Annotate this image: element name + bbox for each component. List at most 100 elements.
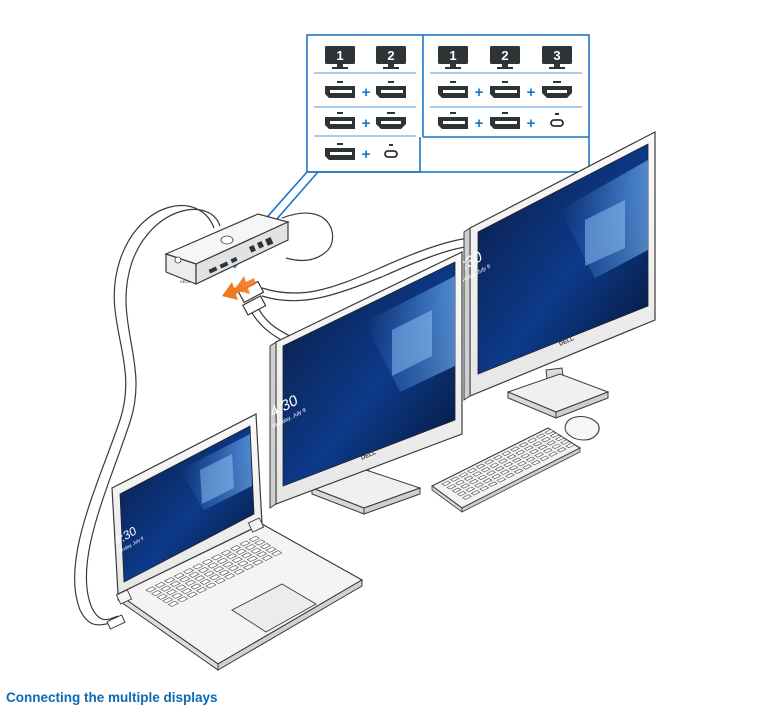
plus-sign: + <box>362 84 371 101</box>
panel-left-row-3: + <box>325 143 398 163</box>
key <box>498 458 508 464</box>
key <box>449 476 460 482</box>
key <box>491 473 502 480</box>
diagram-caption: Connecting the multiple displays <box>6 690 218 705</box>
key <box>201 558 213 565</box>
panel-right-row-2: ++ <box>438 112 564 132</box>
key <box>527 437 538 444</box>
key <box>212 566 225 573</box>
key <box>560 439 570 445</box>
plus-sign: + <box>527 115 536 132</box>
monitor-number: 2 <box>387 48 394 63</box>
key <box>160 585 172 592</box>
key <box>460 483 471 489</box>
key <box>506 454 517 460</box>
key <box>487 481 498 487</box>
key <box>150 590 163 597</box>
mouse <box>564 415 600 441</box>
key <box>248 535 260 542</box>
key <box>256 551 268 558</box>
key <box>167 600 179 607</box>
key <box>539 455 550 461</box>
laptop-touchpad <box>231 583 317 633</box>
keyboard <box>430 427 582 513</box>
key <box>499 469 510 475</box>
key <box>542 447 553 454</box>
key <box>162 597 174 604</box>
key <box>182 568 195 575</box>
key <box>244 544 257 551</box>
key <box>534 452 545 458</box>
key <box>195 587 208 594</box>
key <box>169 580 181 587</box>
key <box>503 461 514 468</box>
usb-c-icon <box>384 144 398 158</box>
monitor-number: 3 <box>553 48 560 63</box>
key <box>192 563 204 570</box>
key <box>451 487 462 493</box>
usb-c-icon <box>550 113 564 127</box>
key <box>188 571 200 578</box>
key <box>518 442 529 448</box>
key <box>529 448 539 455</box>
port-rows: +++++++ <box>325 81 572 163</box>
plus-sign: + <box>475 115 484 132</box>
key <box>216 557 228 564</box>
key <box>250 547 262 554</box>
key <box>501 450 512 456</box>
key <box>259 543 272 550</box>
key <box>254 539 266 546</box>
key <box>472 471 483 477</box>
monitor-center: 4:30 Monday, July 9 DELL <box>268 251 463 515</box>
cable-dock-to-laptop <box>73 204 215 626</box>
panel-right-monitor-1-icon: 1 <box>438 46 468 69</box>
laptop: 4:30 Monday, July 9 <box>106 413 364 671</box>
key <box>467 467 477 474</box>
key <box>548 451 558 457</box>
hdmi-icon <box>376 112 406 129</box>
key <box>482 478 493 484</box>
displayport-icon <box>325 143 355 160</box>
docking-station: DELL <box>164 213 290 300</box>
key <box>173 572 185 579</box>
key <box>229 545 242 552</box>
key <box>537 444 548 450</box>
key <box>522 464 533 470</box>
key <box>546 440 557 446</box>
hdmi-icon <box>542 81 572 98</box>
key <box>237 560 249 567</box>
key <box>227 565 240 572</box>
key <box>242 564 255 571</box>
monitor-number: 1 <box>336 48 343 63</box>
key <box>477 474 488 480</box>
plus-sign: + <box>527 84 536 101</box>
key <box>197 567 210 574</box>
key <box>532 441 543 447</box>
displayport-icon <box>325 112 355 129</box>
key <box>218 569 230 576</box>
monitor-center-brand: DELL <box>360 450 377 462</box>
key <box>205 582 217 589</box>
key <box>441 480 452 487</box>
key <box>470 490 481 496</box>
displayport-icon <box>490 81 520 98</box>
panel-left-monitor-2-icon: 2 <box>376 46 406 69</box>
key <box>154 581 166 588</box>
key <box>222 561 234 568</box>
dock-logo-icon <box>220 235 234 245</box>
key <box>177 596 189 603</box>
key <box>190 583 202 590</box>
key <box>505 472 515 479</box>
key <box>271 550 283 557</box>
plus-sign: + <box>475 84 484 101</box>
key <box>565 442 576 449</box>
cable-dock-to-monitor-2 <box>261 237 471 294</box>
displayport-icon <box>438 112 468 129</box>
key <box>541 436 551 443</box>
key <box>551 443 562 449</box>
plus-sign: + <box>362 146 371 163</box>
cable-power <box>281 212 334 261</box>
dock-brand: DELL <box>180 279 191 284</box>
key <box>203 570 215 577</box>
key <box>510 446 520 452</box>
